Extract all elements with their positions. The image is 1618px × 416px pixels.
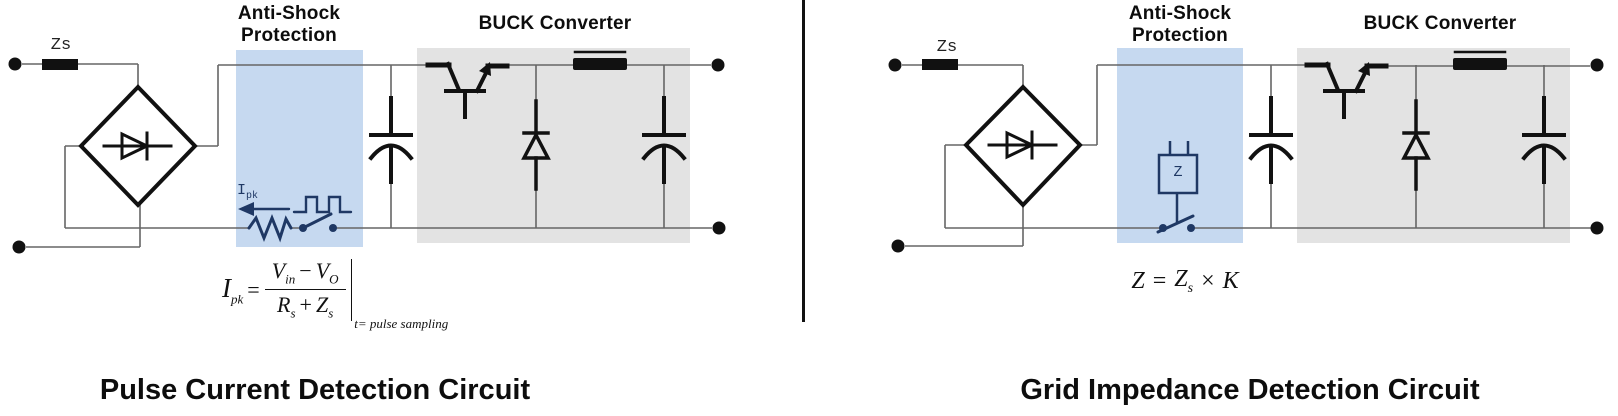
input-capacitor (1248, 96, 1294, 184)
bridge-diode (102, 131, 173, 161)
source-impedance-resistor (922, 59, 958, 70)
fraction-numerator: Vin−VO (264, 258, 346, 291)
switch-blade (301, 212, 333, 230)
peak-current-label: Ipk (237, 182, 258, 202)
anti-shock-title-line1: Anti-Shock (1128, 3, 1232, 24)
equals-sign: = (1152, 267, 1167, 294)
components (8, 50, 726, 254)
right-circuit (888, 48, 1604, 253)
freewheel-diode (521, 99, 551, 191)
source-impedance-label-right: Zs (936, 38, 958, 57)
components (888, 50, 1604, 253)
impedance-block-terminals (1168, 141, 1190, 155)
caption-left: Pulse Current Detection Circuit (99, 374, 531, 406)
terminals (888, 58, 1604, 253)
impedance-sampler (1156, 141, 1199, 234)
anti-shock-highlight-box (236, 50, 363, 247)
peak-current-base: I (237, 182, 247, 199)
formula-lhs: Ipk (222, 272, 244, 307)
buck-transistor (425, 61, 510, 119)
input-capacitor (368, 96, 414, 184)
impedance-block-label: Z (1173, 164, 1183, 181)
anti-shock-title-line2: Protection (241, 25, 337, 47)
buck-highlight-box (1297, 48, 1570, 243)
buck-transistor (1304, 61, 1389, 119)
buck-highlight-box (417, 48, 690, 243)
formula-factor: K (1222, 267, 1239, 294)
buck-title-right: BUCK Converter (1363, 13, 1517, 34)
bridge-diode (987, 130, 1058, 160)
caption-right: Grid Impedance Detection Circuit (1020, 374, 1480, 406)
pulse-waveform (292, 195, 353, 214)
freewheel-diode (1401, 99, 1431, 191)
anti-shock-title-left: Anti-Shock Protection (214, 3, 364, 48)
anti-shock-title-line1: Anti-Shock (237, 3, 341, 24)
buck-inductor (1453, 50, 1507, 70)
bridge-rectifier (963, 84, 1083, 208)
wires (22, 63, 712, 248)
output-capacitor (641, 96, 687, 184)
peak-current-sub: pk (246, 191, 259, 202)
divider-line (802, 0, 805, 322)
buck-title-left: BUCK Converter (478, 13, 632, 34)
bridge-rectifier (78, 84, 198, 208)
left-circuit (8, 48, 726, 254)
grid-impedance-formula: Z = Zs × K (1105, 266, 1265, 297)
buck-inductor (573, 50, 627, 70)
terminals (8, 57, 726, 254)
anti-shock-highlight-box (1117, 48, 1243, 243)
anti-shock-title-line2: Protection (1132, 25, 1228, 47)
pulse-sampler (238, 195, 353, 243)
wires (902, 64, 1591, 247)
formula-lhs: Z (1131, 267, 1145, 294)
formula-rhs-var: Zs (1174, 266, 1194, 296)
output-capacitor (1521, 96, 1567, 184)
times-sign: × (1201, 267, 1215, 294)
source-impedance-label-left: Zs (50, 36, 72, 55)
equals-sign: = (247, 276, 260, 302)
source-impedance-resistor (42, 59, 78, 70)
fraction-denominator: Rs+Zs (277, 292, 334, 321)
peak-current-formula: Ipk = Vin−VO Rs+Zs t= pulse sampling (222, 258, 448, 331)
formula-fraction: Vin−VO Rs+Zs (264, 258, 346, 322)
anti-shock-title-right: Anti-Shock Protection (1105, 3, 1255, 48)
formula-condition: t= pulse sampling (354, 315, 449, 331)
sampling-resistor (247, 213, 293, 243)
evaluation-bar (350, 258, 353, 321)
